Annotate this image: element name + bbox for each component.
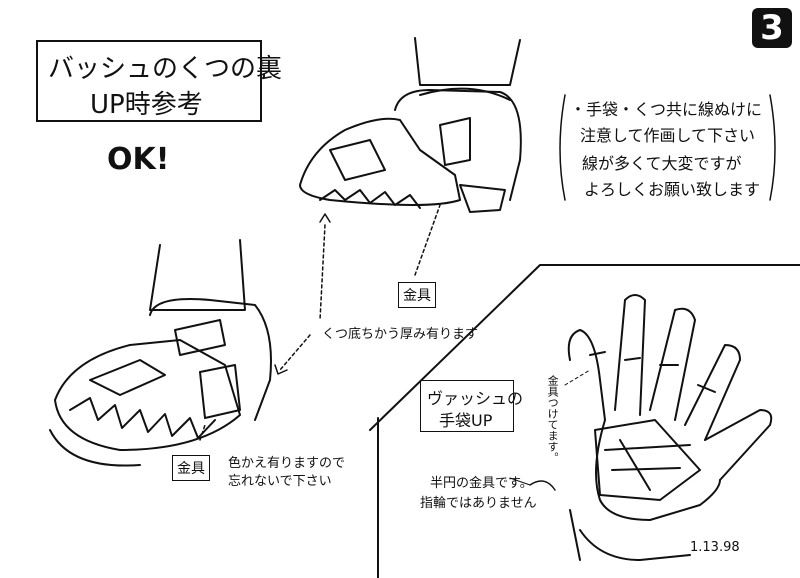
hand-label-line-1: ヴァッシュの (427, 389, 524, 408)
half-ring-note-line-2: 指輪ではありません (420, 496, 537, 511)
note-line-1: ・手袋・くつ共に線ぬけに (570, 100, 763, 119)
note-line-4: よろしくお願い致します (584, 180, 761, 199)
kanagu-label-bottom: 金具 (172, 455, 210, 481)
date-label: 1.13.98 (690, 540, 740, 555)
title-box: バッシュのくつの裏 UP時参考 (36, 40, 282, 122)
bottom-boot-sketch (49, 239, 272, 467)
kanagu-label-top: 金具 (398, 282, 436, 308)
top-boot-sketch (299, 37, 522, 213)
page-number-badge: 3 (752, 8, 792, 48)
hand-label-line-2: 手袋UP (439, 411, 493, 430)
instruction-note: ・手袋・くつ共に線ぬけに 注意して作画して下さい 線が多くて大変ですが よろしく… (554, 90, 772, 208)
color-note-line-2: 忘れないで下さい (228, 474, 332, 489)
title-line-2: UP時参考 (90, 90, 203, 120)
note-line-3: 線が多くて大変ですが (582, 154, 742, 173)
glove-hand-sketch (567, 294, 773, 561)
title-line-1: バッシュのくつの裏 (48, 54, 283, 84)
hand-label-box: ヴァッシュの 手袋UP (420, 380, 523, 432)
color-note-line-1: 色かえ有りますので (228, 456, 346, 471)
note-line-2: 注意して作画して下さい (580, 126, 756, 145)
ok-label: OK! (107, 142, 170, 177)
connector-arrows (199, 204, 441, 441)
hand-kanagu-note: 金具つけてます。 (546, 375, 560, 463)
sole-note: くつ底ちかう厚み有ります (322, 327, 479, 342)
half-ring-note-line-1: 半円の金具です。 (430, 476, 533, 491)
